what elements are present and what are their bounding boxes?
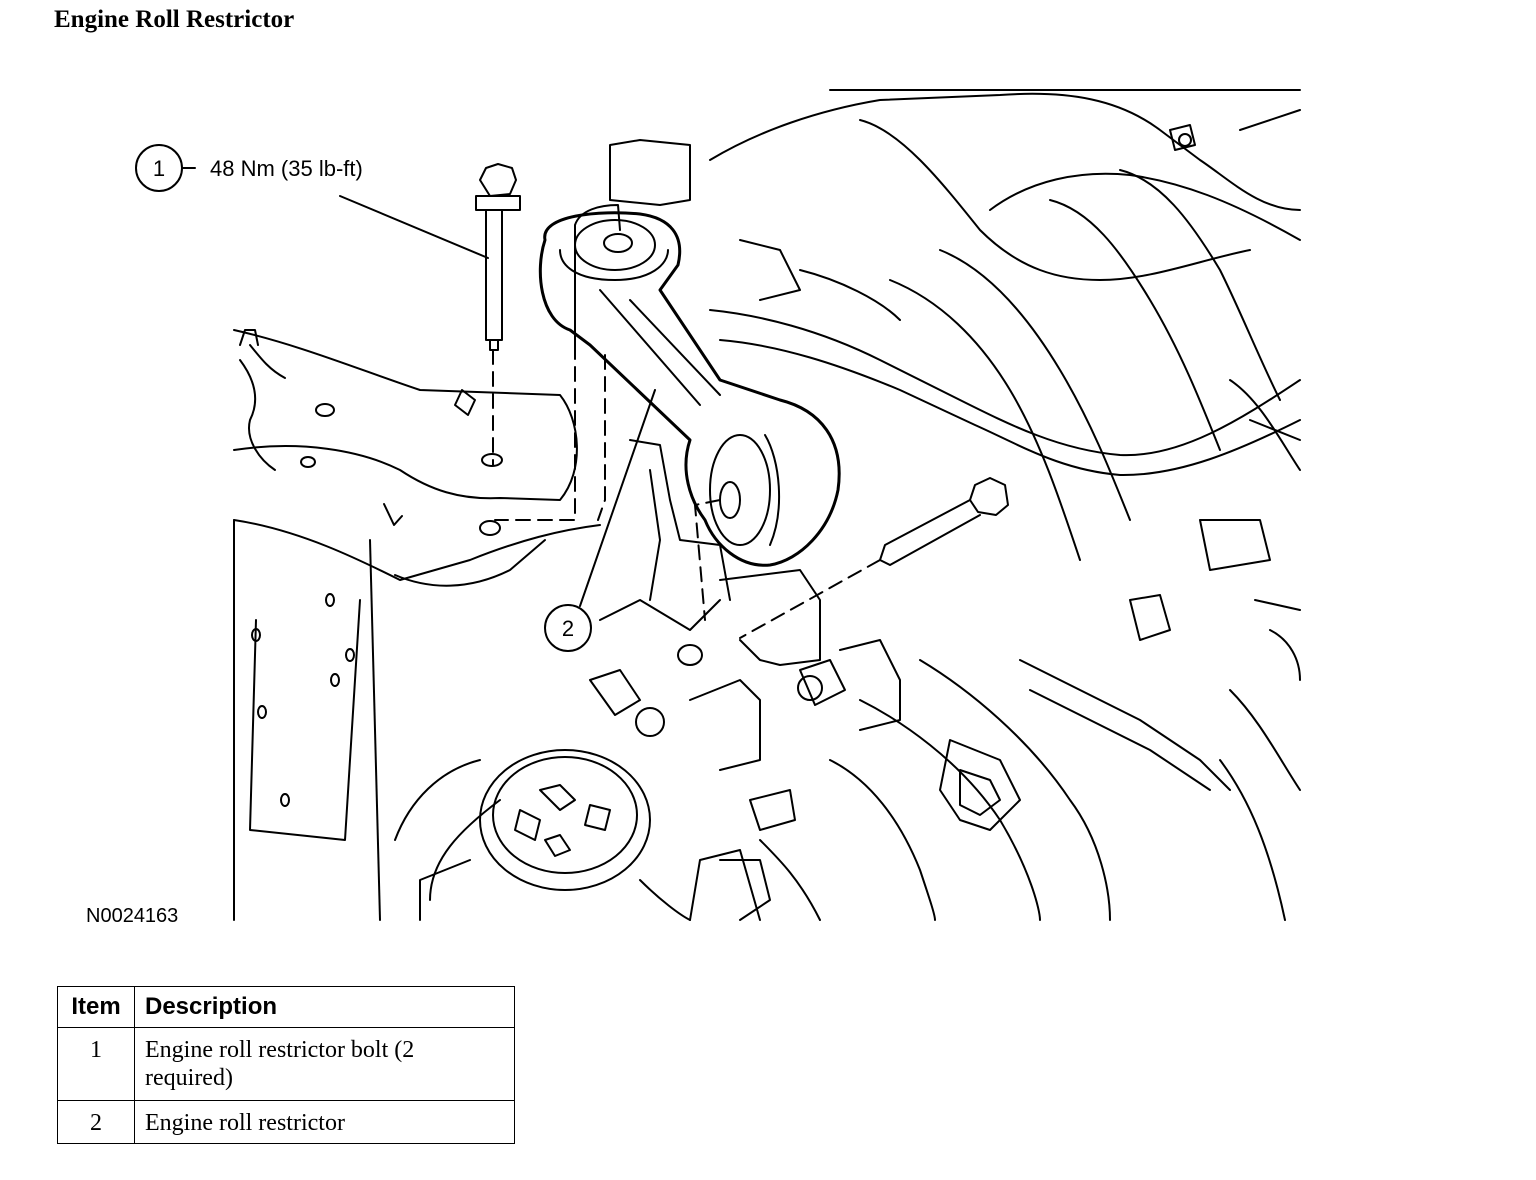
reservoir-cap-drawing (394, 749, 761, 921)
subframe-drawing (233, 329, 601, 921)
figure-id: N0024163 (86, 905, 179, 927)
callout-leaders (182, 167, 656, 607)
callout-2-number: 2 (562, 616, 574, 641)
roll-restrictor-details (494, 204, 780, 621)
callout-1-number: 1 (153, 156, 165, 181)
lower-bracket-drawing (589, 439, 1231, 921)
callout-1-torque-spec: 48 Nm (35 lb-ft) (210, 156, 363, 181)
legend-row: 2 Engine roll restrictor (57, 1100, 515, 1144)
engine-illustration: 1 48 Nm (35 lb-ft) 2 (135, 89, 1301, 921)
callout-2: 2 (544, 604, 592, 652)
legend-item-number: 2 (57, 1100, 135, 1144)
legend-item-description: Engine roll restrictor bolt (2 required) (134, 1027, 515, 1101)
legend-item-number: 1 (57, 1027, 135, 1101)
legend-table: Item Description 1 Engine roll restricto… (57, 986, 515, 1144)
bolt-upper-drawing (475, 163, 521, 466)
legend-header-description: Description (134, 986, 515, 1028)
legend-item-description: Engine roll restrictor (134, 1100, 515, 1144)
legend-row: 1 Engine roll restrictor bolt (2 require… (57, 1027, 515, 1101)
legend-header-row: Item Description (57, 986, 515, 1028)
bolt-lower-drawing (739, 477, 1009, 639)
legend-header-item: Item (57, 986, 135, 1028)
roll-restrictor-drawing (538, 211, 841, 567)
engine-block-drawing (609, 89, 1301, 921)
page-title: Engine Roll Restrictor (54, 6, 295, 33)
callout-1: 1 48 Nm (35 lb-ft) (135, 144, 363, 192)
